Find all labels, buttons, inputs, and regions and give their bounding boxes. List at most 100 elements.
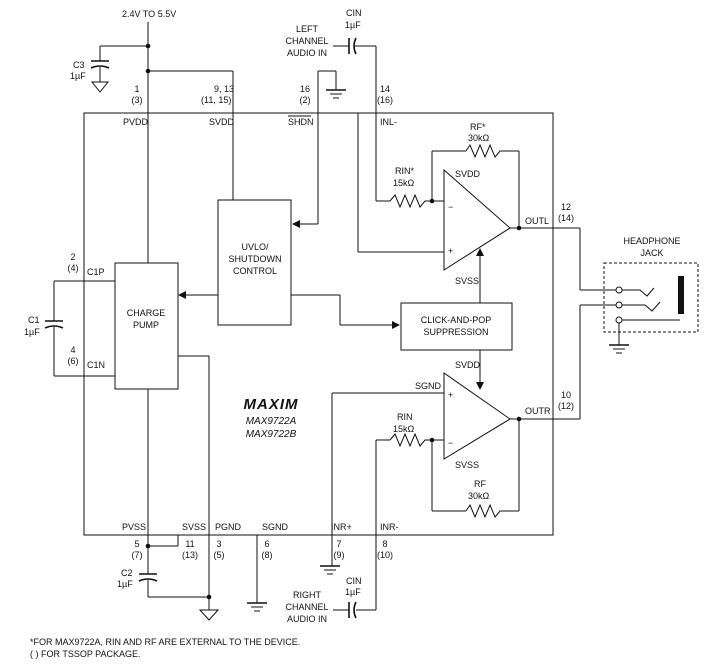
svg-text:SUPPRESSION: SUPPRESSION — [423, 327, 488, 337]
maxim-logo: MAXIM — [244, 396, 299, 413]
rf-right-label: RF — [474, 479, 486, 489]
resistor-rin-right — [389, 432, 432, 448]
svg-text:5: 5 — [134, 539, 139, 549]
amplifier-right: + − — [443, 372, 511, 460]
svg-text:(5): (5) — [214, 550, 225, 560]
amp-right-svss-label: SVSS — [455, 460, 479, 470]
part-number-b: MAX9722B — [246, 429, 297, 440]
pin-outr-label: OUTR — [525, 406, 551, 416]
c3-label: C3 — [73, 60, 85, 70]
svg-text:(6): (6) — [68, 356, 79, 366]
cin-right-value: 1µF — [345, 587, 361, 597]
capacitor-c2 — [138, 573, 158, 597]
svg-text:(7): (7) — [132, 550, 143, 560]
c1-value: 1µF — [24, 327, 40, 337]
pin-inl-label: INL- — [380, 117, 397, 127]
pin-pvss-label: PVSS — [122, 522, 146, 532]
svg-text:PUMP: PUMP — [133, 320, 159, 330]
svg-text:4: 4 — [70, 345, 75, 355]
svg-text:8: 8 — [382, 539, 387, 549]
headphone-jack-outline — [603, 262, 699, 333]
rf-left-value: 30kΩ — [468, 133, 490, 143]
pin-c1n-label: C1N — [87, 360, 105, 370]
pin-inrp-label: INR+ — [331, 522, 352, 532]
svg-text:+: + — [448, 246, 453, 256]
headphone-jack-icon — [615, 276, 684, 324]
part-number-a: MAX9722A — [246, 416, 297, 427]
capacitor-c3 — [90, 45, 148, 82]
svg-text:(16): (16) — [377, 95, 393, 105]
svg-text:14: 14 — [380, 84, 390, 94]
left-input-label-1: LEFT — [296, 24, 319, 34]
ground-symbol-jack — [609, 344, 629, 354]
pin-c1p-label: C1P — [87, 267, 105, 277]
ground-symbol-pgnd — [198, 609, 220, 621]
pin-pvdd-label: PVDD — [123, 117, 149, 127]
svg-text:11: 11 — [185, 539, 194, 549]
pin-pgnd-label: PGND — [215, 522, 242, 532]
svg-text:(2): (2) — [300, 95, 311, 105]
left-input-label-3: AUDIO IN — [287, 48, 327, 58]
rf-right-value: 30kΩ — [468, 491, 490, 501]
ground-symbol-shdn — [326, 89, 346, 99]
svg-text:CHARGE: CHARGE — [127, 308, 166, 318]
supply-voltage-label: 2.4V TO 5.5V — [122, 9, 176, 19]
rf-left-label: RF* — [470, 122, 486, 132]
c2-label: C2 — [121, 568, 133, 578]
svg-text:6: 6 — [264, 539, 269, 549]
rin-left-value: 15kΩ — [393, 178, 415, 188]
pin-svdd-label: SVDD — [209, 117, 235, 127]
pin-sgnd-label: SGND — [262, 522, 289, 532]
amplifier-left: − + — [443, 168, 511, 271]
svg-text:CLICK-AND-POP: CLICK-AND-POP — [421, 315, 492, 325]
ground-symbol-c3 — [90, 81, 110, 93]
right-input-label-1: RIGHT — [293, 590, 322, 600]
c2-value: 1µF — [117, 579, 133, 589]
right-input-label-2: CHANNEL — [285, 602, 328, 612]
amp-right-svdd-label: SVDD — [455, 360, 481, 370]
input-capacitor-right — [333, 601, 357, 619]
svg-text:3: 3 — [216, 539, 221, 549]
cin-left-value: 1µF — [345, 20, 361, 30]
svg-text:(10): (10) — [377, 550, 393, 560]
ground-symbol-inrp — [320, 565, 340, 575]
resistor-rin-left — [389, 193, 432, 209]
headphone-jack-label-2: JACK — [640, 248, 663, 258]
amp-left-svdd-label: SVDD — [455, 169, 481, 179]
left-input-label-2: CHANNEL — [285, 36, 328, 46]
cin-right-label: CIN — [346, 576, 362, 586]
footnote-1: *FOR MAX9722A, RIN AND RF ARE EXTERNAL T… — [30, 637, 300, 647]
svg-text:(3): (3) — [132, 95, 143, 105]
svg-text:CONTROL: CONTROL — [233, 266, 277, 276]
pin-outl-label: OUTL — [525, 216, 549, 226]
svg-text:7: 7 — [336, 539, 341, 549]
input-capacitor-left — [333, 37, 376, 55]
svg-text:2: 2 — [70, 252, 75, 262]
svg-text:SHUTDOWN: SHUTDOWN — [229, 254, 282, 264]
svg-text:−: − — [448, 438, 453, 448]
ground-symbol-sgnd — [247, 602, 267, 612]
footnote-2: ( ) FOR TSSOP PACKAGE. — [30, 649, 141, 659]
charge-pump-block — [114, 262, 179, 390]
sgnd-internal-label: SGND — [415, 381, 442, 391]
headphone-jack-label-1: HEADPHONE — [623, 236, 680, 246]
pin-svss-label: SVSS — [182, 522, 206, 532]
svg-text:(12): (12) — [558, 401, 574, 411]
svg-text:10: 10 — [561, 390, 571, 400]
pin-inrn-label: INR- — [380, 522, 399, 532]
svg-text:(9): (9) — [334, 550, 345, 560]
svg-text:(11, 15): (11, 15) — [201, 95, 231, 105]
rin-left-label: RIN* — [395, 166, 414, 176]
right-input-label-3: AUDIO IN — [287, 614, 327, 624]
svg-text:1: 1 — [134, 84, 139, 94]
svg-text:12: 12 — [561, 202, 571, 212]
svg-text:(8): (8) — [262, 550, 273, 560]
click-pop-suppression-block — [400, 302, 513, 351]
svg-text:16: 16 — [300, 84, 310, 94]
rin-right-label: RIN — [397, 412, 413, 422]
svg-text:+: + — [448, 390, 453, 400]
pin-shdn-label: SHDN — [288, 117, 314, 127]
rin-right-value: 15kΩ — [393, 424, 415, 434]
c1-label: C1 — [28, 315, 40, 325]
